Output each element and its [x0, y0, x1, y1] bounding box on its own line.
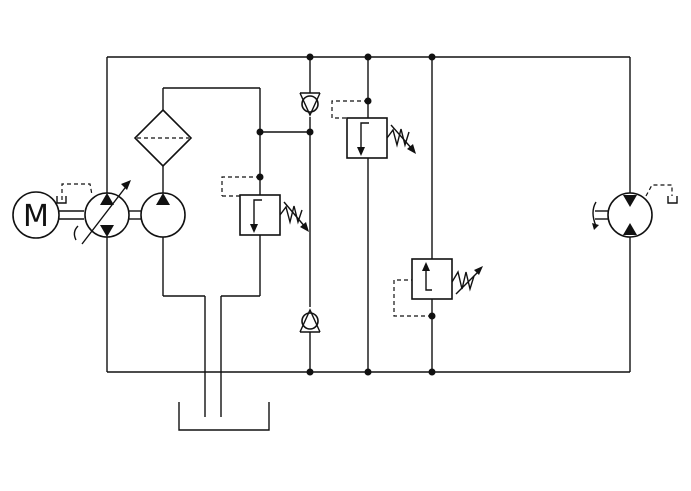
motor-label: M [23, 199, 49, 234]
check-valve-lower [299, 308, 321, 333]
relief-valve-pilot-line [221, 176, 309, 236]
branch-lines [309, 57, 433, 372]
tank [178, 402, 270, 431]
electric-motor: M [12, 183, 93, 239]
fixed-displacement-pump [140, 192, 186, 238]
junction-dots [256, 53, 436, 376]
bidirectional-hydraulic-motor [592, 184, 678, 238]
relief-valve-main [331, 100, 416, 159]
pump-circuit-lines [162, 87, 310, 417]
check-valve-upper [299, 92, 321, 117]
variable-displacement-pump [73, 180, 131, 245]
relief-valve-return [393, 258, 483, 317]
filter [133, 108, 193, 168]
pump-coupling [129, 210, 141, 220]
